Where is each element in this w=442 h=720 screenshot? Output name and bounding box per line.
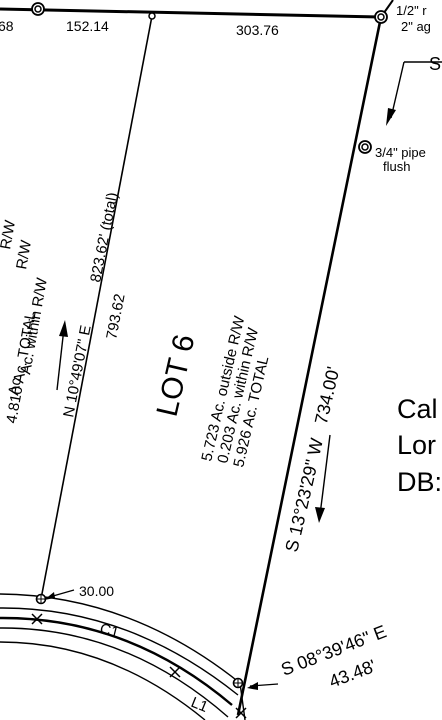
east-boundary-line (236, 16, 383, 716)
corner-note-line1: 1/2" r (396, 3, 427, 18)
left-lot-rw-b: R/W (13, 238, 35, 270)
bearing-arrow-head (386, 108, 396, 126)
pin-bottom-right (232, 677, 244, 689)
top-left-distance: 68 (0, 18, 14, 34)
west-direction-arrow (56, 320, 68, 391)
corner-note-line2: 2" ag (401, 19, 431, 34)
row-curve-outer (0, 593, 246, 720)
pipe-monument (358, 140, 372, 154)
x-mark-mid (169, 666, 181, 678)
leader-30-arrow (44, 592, 55, 600)
west-line-distance: 793.62 (103, 292, 128, 340)
row-curve-inner (0, 627, 229, 718)
row-curve-c1 (0, 607, 239, 696)
west-line-bearing: N 10°49'07" E (60, 324, 95, 419)
pin-top-mid (148, 12, 156, 20)
x-mark-left (31, 613, 43, 625)
row-curve-far (0, 641, 206, 720)
top-boundary-line (0, 7, 381, 19)
bottom-distance-30: 30.00 (79, 583, 114, 599)
pipe-note-line2: flush (383, 159, 410, 174)
curve-label: C1 (98, 620, 121, 641)
top-mid-right-distance: 303.76 (236, 22, 279, 38)
pin-top-left (31, 2, 45, 16)
top-mid-left-distance: 152.14 (66, 18, 109, 34)
row-curve-heavy (0, 616, 233, 706)
leader-bottom-arrow (247, 682, 258, 690)
west-line-total-distance: 823.62' (total) (87, 191, 121, 284)
right-text-line1: Cal (397, 394, 438, 424)
east-direction-arrow (315, 434, 331, 523)
lot-title: LOT 6 (151, 331, 202, 419)
left-lot-partial: Ac. (5, 372, 26, 396)
bearing-arrow-shaft (390, 61, 405, 119)
left-lot-rw-a: R/W (0, 218, 19, 250)
bottom-distance: 43.48' (326, 656, 378, 692)
line-label: L1 (189, 694, 211, 716)
x-mark-right (235, 707, 247, 719)
top-right-letter: S (429, 54, 441, 74)
right-text-line3: DB: (397, 467, 442, 497)
pipe-note-line1: 3/4" pipe (375, 145, 426, 160)
pin-bottom-left (35, 593, 47, 605)
west-lot-line (40, 15, 153, 600)
pin-top-right (374, 10, 388, 24)
right-text-line2: Lor (397, 430, 436, 460)
